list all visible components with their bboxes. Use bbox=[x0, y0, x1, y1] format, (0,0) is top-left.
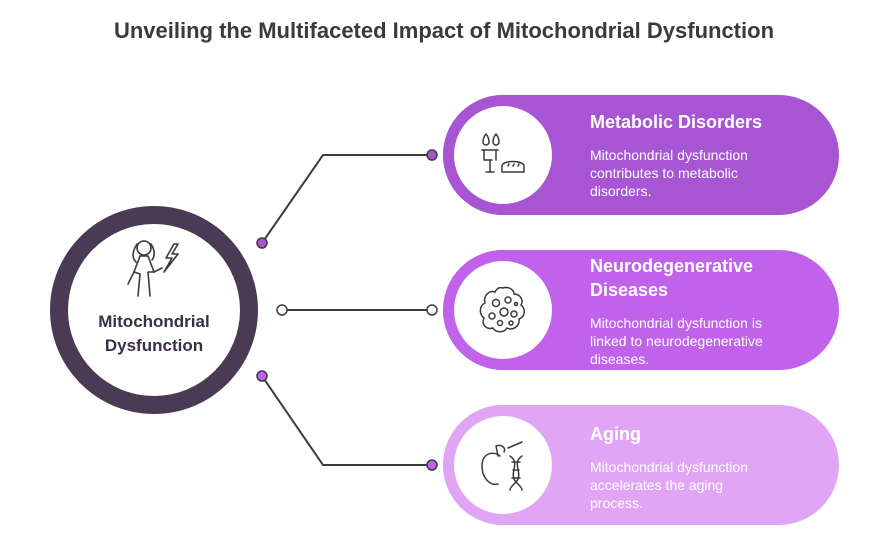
card-metabolic-desc-line: disorders. bbox=[590, 183, 652, 199]
center-label: Mitochondrial Dysfunction bbox=[70, 310, 238, 358]
brain-cells-icon bbox=[479, 286, 525, 333]
page-title: Unveiling the Multifaceted Impact of Mit… bbox=[113, 18, 775, 43]
connectors bbox=[261, 154, 432, 466]
card-aging-desc-line: Mitochondrial dysfunction bbox=[590, 459, 748, 475]
person-lightning-icon bbox=[127, 240, 179, 297]
card-aging-desc-line: accelerates the aging bbox=[590, 477, 724, 493]
card-metabolic-desc-line: contributes to metabolic bbox=[590, 165, 738, 181]
card-aging-desc-line: process. bbox=[590, 495, 643, 511]
card-aging-desc: Mitochondrial dysfunction accelerates th… bbox=[590, 458, 748, 512]
connector-dot-metabolic-end bbox=[426, 149, 438, 161]
food-icon bbox=[481, 133, 525, 173]
card-neuro-title: Neurodegenerative Diseases bbox=[590, 254, 753, 302]
connector-dot-neuro-end bbox=[426, 304, 438, 316]
card-metabolic-title: Metabolic Disorders bbox=[590, 112, 763, 132]
center-label-line2: Dysfunction bbox=[104, 336, 204, 355]
card-neuro bbox=[443, 250, 839, 370]
connector-dot-metabolic-start bbox=[256, 237, 268, 249]
center-node bbox=[50, 206, 258, 414]
card-neuro-desc: Mitochondrial dysfunction is linked to n… bbox=[590, 314, 763, 368]
card-neuro-desc-line: diseases. bbox=[590, 351, 650, 367]
card-neuro-title-line: Neurodegenerative bbox=[590, 256, 754, 276]
connector-dots bbox=[256, 149, 438, 471]
connector-dot-neuro-start bbox=[276, 304, 288, 316]
connector-aging bbox=[261, 375, 432, 466]
center-label-line1: Mitochondrial bbox=[98, 312, 210, 331]
card-metabolic-desc: Mitochondrial dysfunction contributes to… bbox=[590, 146, 748, 200]
connector-metabolic bbox=[261, 154, 432, 244]
card-aging-title: Aging bbox=[590, 424, 641, 444]
card-neuro-desc-line: Mitochondrial dysfunction is bbox=[590, 315, 762, 331]
card-metabolic-desc-line: Mitochondrial dysfunction bbox=[590, 147, 748, 163]
card-metabolic bbox=[443, 95, 839, 215]
connector-dot-aging-start bbox=[256, 370, 268, 382]
apple-dna-icon bbox=[481, 441, 523, 491]
card-neuro-title-line: Diseases bbox=[590, 280, 669, 300]
card-neuro-desc-line: linked to neurodegenerative bbox=[590, 333, 763, 349]
card-aging bbox=[443, 405, 839, 525]
connector-dot-aging-end bbox=[426, 459, 438, 471]
